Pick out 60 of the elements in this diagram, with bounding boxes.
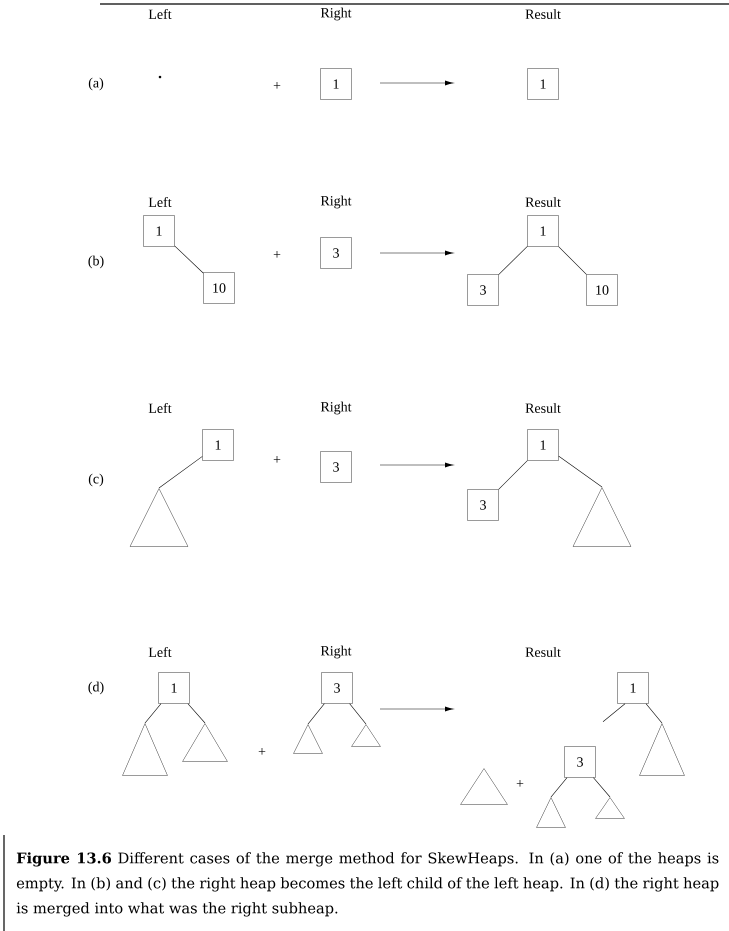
tree-branch — [646, 703, 662, 724]
tree-branch — [158, 456, 203, 488]
panel-label: (a) — [88, 78, 104, 90]
tree-branch — [498, 460, 528, 490]
panel-label: (b) — [88, 256, 104, 268]
subtree-triangle — [293, 724, 323, 754]
panel-label: Result — [526, 647, 561, 657]
tree-branch — [558, 246, 587, 275]
subtree-triangle — [460, 768, 508, 805]
tree-branch — [144, 703, 162, 724]
heap-node-box: 1 — [143, 215, 175, 247]
panel-label: + — [274, 456, 280, 463]
heap-node-box: 10 — [203, 272, 235, 304]
panel-label: (d) — [88, 682, 104, 694]
subtree-triangle — [536, 797, 566, 828]
subtree-triangle — [572, 487, 632, 547]
subtree-triangle — [130, 488, 188, 547]
panel-label: Left — [148, 403, 172, 413]
panel-label: Result — [526, 403, 561, 413]
panel-label: Left — [148, 9, 172, 19]
dangling-branch — [602, 703, 626, 722]
heap-node-box: 3 — [467, 489, 499, 521]
heap-node-box: 3 — [320, 237, 352, 269]
panel-label: Right — [320, 402, 352, 414]
panel-label: Left — [148, 647, 172, 657]
panel-label: Right — [320, 196, 352, 208]
heap-node-box: 3 — [320, 451, 352, 483]
tree-branch — [593, 777, 610, 798]
subtree-triangle — [639, 723, 685, 776]
panel-label: + — [274, 251, 280, 258]
tree-branch — [558, 456, 602, 488]
heap-node-box: 3 — [467, 274, 499, 306]
panel-label: + — [516, 780, 524, 787]
heap-node-box: 1 — [527, 215, 559, 247]
subtree-triangle — [182, 723, 228, 762]
panel-label: + — [258, 748, 266, 755]
heap-node-box: 1 — [527, 429, 559, 461]
heap-node-box: 3 — [321, 672, 353, 704]
heap-node-box: 1 — [158, 672, 190, 704]
tree-branch — [308, 703, 325, 724]
subtree-triangle — [122, 723, 168, 776]
heap-node-box: 1 — [527, 68, 559, 100]
tree-branch — [550, 777, 568, 798]
tree-branch — [188, 703, 206, 724]
panel-label: Right — [320, 8, 352, 20]
panel-label: + — [274, 82, 280, 89]
heap-node-box: 3 — [564, 746, 596, 778]
heap-node-box: 10 — [586, 274, 618, 306]
panel-label: Right — [320, 646, 352, 658]
tree-branch — [349, 703, 366, 724]
heap-node-box: 1 — [617, 672, 649, 704]
subtree-triangle — [595, 797, 625, 819]
tree-branch — [498, 246, 528, 275]
figure-caption: Figure 13.6 Different cases of the merge method for SkewHeaps. In (a) one of the heaps is empty. In (b) and (c) the right heap becomes the left child of the left heap. In (d) the right heap is merged into what was the right subheap. — [16, 852, 718, 917]
panel-label: (c) — [88, 474, 104, 486]
heap-node-box: 1 — [202, 429, 234, 461]
tree-branch — [174, 246, 204, 274]
panel-label: Result — [526, 9, 561, 19]
subtree-triangle — [351, 724, 381, 747]
heap-node-box: 1 — [320, 68, 352, 100]
